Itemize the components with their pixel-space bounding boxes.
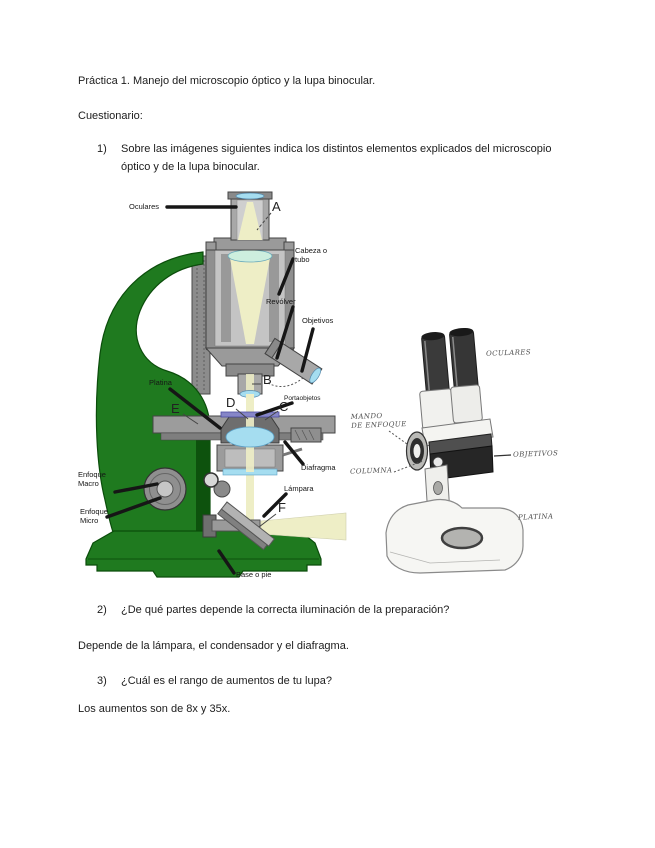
q1-text-line2: óptico y de la lupa binocular. — [121, 161, 260, 173]
section-heading: Cuestionario: — [78, 110, 143, 122]
stage-knob-block — [290, 427, 322, 443]
q3-text: ¿Cuál es el rango de aumentos de tu lupa… — [121, 675, 332, 687]
microscope-arm — [95, 251, 211, 533]
letter-leader-lines — [182, 212, 279, 528]
label-enfoque-macro: Enfoque Macro — [78, 470, 106, 488]
page-title: Práctica 1. Manejo del microscopio óptic… — [78, 75, 376, 87]
loupe-label-objetivos: OBJETIVOS — [512, 449, 559, 459]
microscope-head — [205, 237, 295, 351]
label-portaobjetos: Portaobjetos — [284, 395, 321, 402]
label-diafragma: Diafragma — [301, 463, 336, 472]
eyepiece-lens — [235, 192, 265, 200]
condenser-lens — [225, 426, 275, 448]
loupe-left-eyepiece — [421, 332, 451, 400]
loupe-right-holder — [450, 384, 483, 424]
label-oculares: Oculares — [129, 202, 160, 211]
loupe-column-hole — [433, 481, 443, 495]
letter-d: D — [226, 395, 236, 410]
arm-axle — [203, 472, 219, 488]
stage-condenser — [152, 411, 336, 476]
q1-text-line1: Sobre las imágenes siguientes indica los… — [121, 143, 552, 155]
optical-microscope-illustration — [85, 191, 347, 578]
binocular-loupe-illustration — [385, 327, 524, 574]
microscope-base — [85, 530, 322, 578]
label-lampara: Lámpara — [284, 484, 314, 493]
tube-lens — [227, 249, 273, 263]
light-cone — [230, 258, 270, 344]
label-base-o-pie: Base o pie — [236, 570, 272, 579]
letter-e: E — [171, 401, 180, 416]
loupe-stage-plate — [440, 526, 484, 550]
label-cabeza-tubo: Cabeza o tubo — [295, 246, 328, 264]
q3-answer: Los aumentos son de 8x y 35x. — [78, 703, 231, 715]
letter-a: A — [272, 199, 281, 214]
mirror-assembly — [202, 501, 275, 551]
letter-c: C — [279, 399, 289, 414]
slide — [220, 411, 280, 418]
q2-answer: Depende de la lámpara, el condensador y … — [78, 640, 349, 652]
mirror-pivot — [213, 480, 231, 498]
letter-b: B — [263, 372, 272, 387]
label-revolver: Revólver — [266, 297, 296, 306]
label-platina: Platina — [149, 378, 172, 387]
loupe-label-mando: MANDO DE ENFOQUE — [350, 411, 407, 430]
loupe-focus-knob — [405, 431, 429, 471]
loupe-leader-lines — [388, 430, 512, 473]
loupe-label-platina: PLATINA — [517, 512, 554, 522]
q3-number: 3) — [97, 675, 107, 687]
arm-hole — [156, 324, 180, 348]
label-leader-lines — [105, 205, 315, 575]
eyepiece — [227, 191, 273, 241]
loupe-label-oculares: OCULARES — [485, 348, 532, 358]
light-beam-vertical — [246, 475, 254, 523]
loupe-left-holder — [419, 388, 455, 430]
letter-f: F — [278, 500, 286, 515]
focus-knob — [143, 467, 187, 511]
q1-number: 1) — [97, 143, 107, 155]
q2-number: 2) — [97, 604, 107, 616]
q2-text: ¿De qué partes depende la correcta ilumi… — [121, 604, 450, 616]
label-objetivos: Objetivos — [302, 316, 334, 325]
label-enfoque-micro: Enfoque Micro — [80, 507, 108, 525]
loupe-label-columna: COLUMNA — [349, 466, 393, 476]
